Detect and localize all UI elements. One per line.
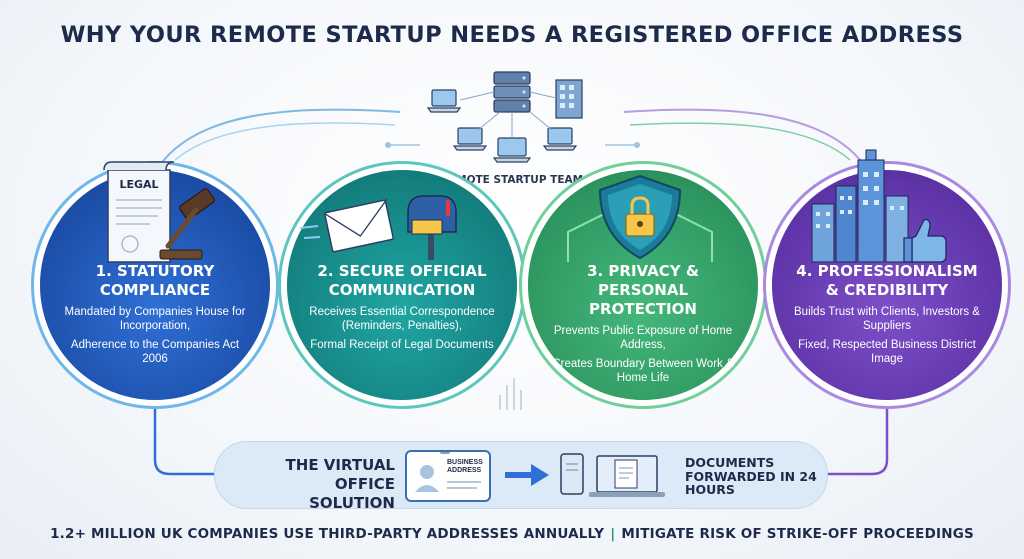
pillar-title: 3. PRIVACY & PERSONAL PROTECTION	[587, 262, 699, 318]
pillar-point: Formal Receipt of Legal Documents	[310, 339, 494, 351]
gavel-icon	[159, 188, 215, 260]
pillar-point: Builds Trust with Clients, Investors & S…	[794, 306, 980, 332]
forwarding-graphics	[505, 453, 665, 497]
office-building-icon	[555, 79, 583, 119]
badge-label: BUSINESS ADDRESS	[447, 459, 483, 474]
legal-document-icon	[103, 161, 175, 263]
pillar-privacy-personal-protection: 3. PRIVACY & PERSONAL PROTECTION Prevent…	[528, 170, 758, 400]
pillar-title: 4. PROFESSIONALISM & CREDIBILITY	[796, 262, 978, 299]
pillar-title: 1. STATUTORY COMPLIANCE	[95, 262, 215, 299]
footer-separator: |	[610, 526, 616, 542]
pillar-title: 2. SECURE OFFICIAL COMMUNICATION	[317, 262, 487, 299]
server-icon	[493, 71, 531, 113]
legal-scroll-label: LEGAL	[119, 178, 158, 191]
pillar-point: Fixed, Respected Business District Image	[798, 339, 976, 365]
id-badge-icon: BUSINESS ADDRESS	[405, 450, 491, 502]
pillar-point: Prevents Public Exposure of Home Address…	[553, 325, 733, 351]
envelope-icon	[299, 198, 394, 253]
smartphone-icon	[560, 453, 584, 495]
pillar-secure-official-communication: 2. SECURE OFFICIAL COMMUNICATION Receive…	[287, 170, 517, 400]
arrow-right-icon	[505, 464, 549, 486]
footer-right: MITIGATE RISK OF STRIKE-OFF PROCEEDINGS	[621, 526, 974, 542]
pillar-point: Creates Boundary Between Work & Home Lif…	[552, 358, 734, 384]
virtual-office-solution-bar: THE VIRTUAL OFFICE SOLUTION BUSINESS ADD…	[214, 441, 828, 512]
pillar-point: Receives Essential Correspondence (Remin…	[309, 306, 495, 332]
page-title: WHY YOUR REMOTE STARTUP NEEDS A REGISTER…	[60, 22, 964, 48]
team-label: REMOTE STARTUP TEAM	[440, 174, 584, 186]
solution-title: THE VIRTUAL OFFICE SOLUTION	[285, 456, 395, 512]
shield-lock-icon	[598, 174, 682, 260]
pillar-point: Mandated by Companies House for Incorpor…	[64, 306, 246, 332]
footer-stats: 1.2+ MILLION UK COMPANIES USE THIRD-PART…	[0, 526, 1024, 542]
pillar-point: Adherence to the Companies Act 2006	[70, 339, 240, 365]
city-skyline-icon	[811, 149, 909, 263]
thumbs-up-icon	[903, 218, 947, 263]
mailbox-icon	[407, 195, 457, 260]
footer-left: 1.2+ MILLION UK COMPANIES USE THIRD-PART…	[50, 526, 605, 542]
forward-text: DOCUMENTS FORWARDED IN 24 HOURS	[685, 455, 817, 497]
monitor-document-icon	[589, 455, 665, 497]
laptop-icon	[426, 89, 578, 163]
